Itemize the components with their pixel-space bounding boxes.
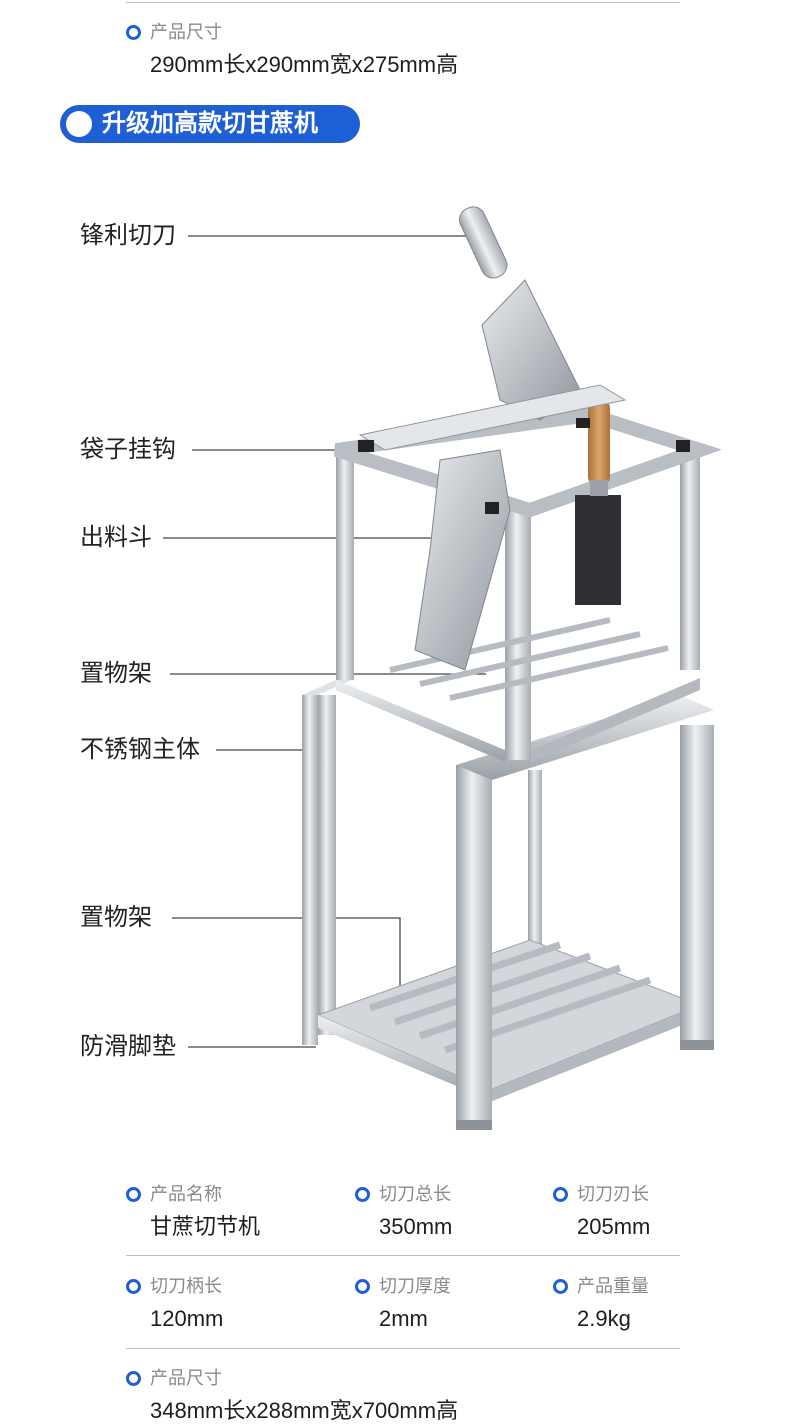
callout-blade: 锋利切刀 (80, 222, 176, 249)
spec-label: 切刀总长 (355, 1184, 451, 1204)
section-title: 升级加高款切甘蔗机 (102, 110, 318, 137)
spec-value: 甘蔗切节机 (150, 1214, 261, 1239)
spec-value: 205mm (577, 1214, 651, 1239)
spec-label: 产品重量 (553, 1276, 649, 1296)
callout-upper-shelf: 置物架 (80, 660, 152, 687)
callout-lower-shelf: 置物架 (80, 904, 152, 931)
spec-label: 产品尺寸 (126, 22, 222, 42)
spec-value: 290mm长x290mm宽x275mm高 (150, 52, 459, 77)
spec-label: 切刀刃长 (553, 1184, 649, 1204)
spec-label: 产品尺寸 (126, 1368, 222, 1388)
product-illustration (163, 206, 723, 1130)
top-divider (126, 2, 680, 3)
pill-dot-icon (66, 111, 92, 137)
specs-divider (126, 1255, 680, 1256)
spec-value: 348mm长x288mm宽x700mm高 (150, 1398, 459, 1423)
callout-feet: 防滑脚垫 (80, 1033, 176, 1060)
spec-label: 产品名称 (126, 1184, 222, 1204)
callout-hopper: 出料斗 (80, 524, 152, 551)
spec-label: 切刀厚度 (355, 1276, 451, 1296)
spec-value: 120mm (150, 1306, 224, 1331)
spec-label: 切刀柄长 (126, 1276, 222, 1296)
spec-value: 2mm (379, 1306, 428, 1331)
callout-steel-body: 不锈钢主体 (80, 736, 200, 763)
spec-value: 2.9kg (577, 1306, 631, 1331)
spec-value: 350mm (379, 1214, 453, 1239)
specs-divider (126, 1348, 680, 1349)
callout-bag-hook: 袋子挂钩 (80, 436, 176, 463)
section-title-pill: 升级加高款切甘蔗机 (60, 105, 360, 143)
